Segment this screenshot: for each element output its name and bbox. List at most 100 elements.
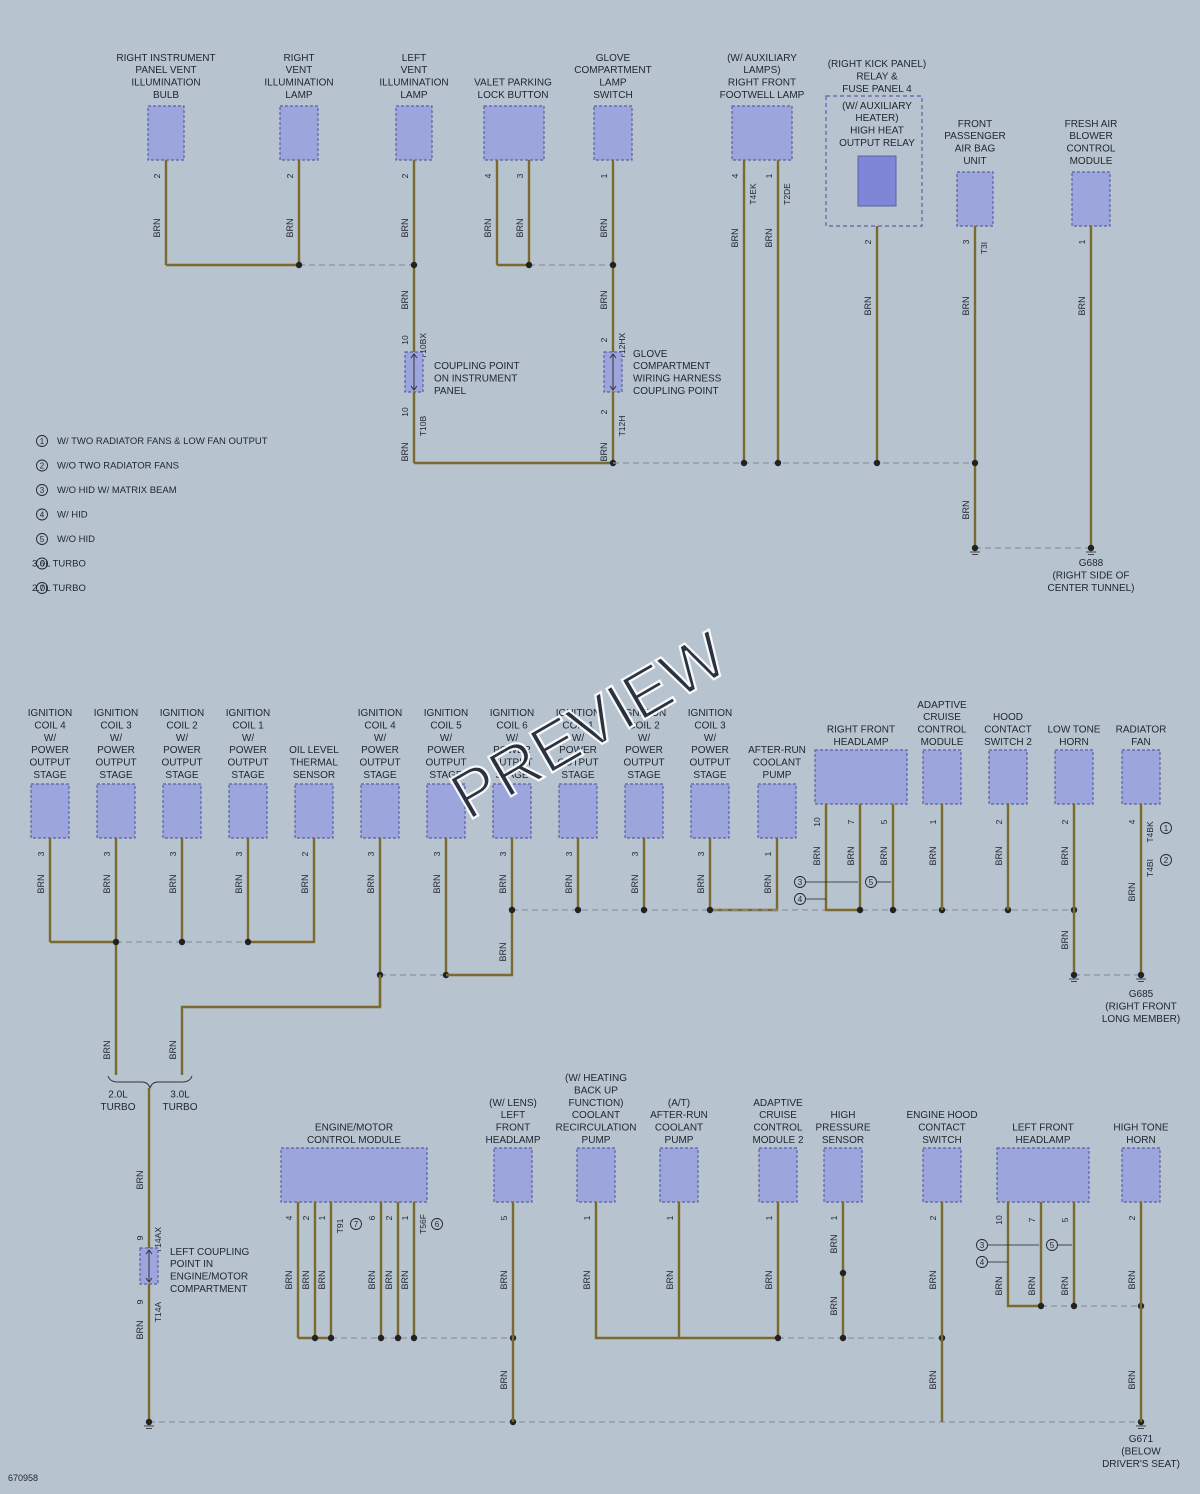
splice-dot [295, 261, 303, 269]
component-label: STAGE [99, 770, 132, 781]
wire-color-label: BRN [961, 296, 971, 315]
component-label: LEFT FRONT [1012, 1123, 1073, 1134]
pin-number: 5 [1060, 1217, 1070, 1222]
wire-pump [710, 838, 779, 912]
component-label: RADIATOR [1116, 725, 1167, 736]
wire-color-label: BRN [829, 1296, 839, 1315]
pin-number: 5 [499, 1215, 509, 1220]
pin-number: 2 [1127, 1215, 1137, 1220]
legend-text: 3.0L TURBO [32, 559, 86, 570]
pin-number: 1 [763, 851, 773, 856]
wire-color-label: BRN [400, 218, 410, 237]
wire-color-label: BRN [928, 1270, 938, 1289]
splice-dot [873, 459, 881, 467]
coupling-arrow [609, 385, 617, 391]
component-label: BULB [153, 90, 179, 101]
component-label: BLOWER [1069, 131, 1112, 142]
component-label: AIR BAG [955, 144, 996, 155]
component-label: OUTPUT [689, 758, 730, 769]
wire-color-label: BRN [846, 846, 856, 865]
component-label: W/ [704, 733, 716, 744]
component-label: OUTPUT [425, 758, 466, 769]
wire-color-label: BRN [135, 1170, 145, 1189]
component-label: STAGE [495, 770, 528, 781]
component-label: STAGE [429, 770, 462, 781]
pin-number: 10 [812, 817, 822, 827]
component-box [922, 749, 962, 805]
ground-location: CENTER TUNNEL) [1047, 583, 1134, 594]
component-label: POWER [31, 745, 69, 756]
component-label: W/ [176, 733, 188, 744]
component-label: UNIT [963, 156, 986, 167]
wire-color-label: BRN [498, 874, 508, 893]
wire-color-label: BRN [499, 1370, 509, 1389]
component-label: CRUISE [759, 1110, 797, 1121]
pin-number: 1 [764, 173, 774, 178]
pin-number: 2 [384, 1215, 394, 1220]
component-label: OUTPUT [161, 758, 202, 769]
pin-number: 3 [515, 173, 525, 178]
splice-dot [774, 459, 782, 467]
ground-label: G671 [1129, 1434, 1154, 1445]
component-label: COOLANT [753, 758, 801, 769]
wire-color-label: BRN [764, 228, 774, 247]
component-label: (W/ AUXILIARY [842, 101, 912, 112]
option-number: 2 [1164, 856, 1169, 865]
component-label: SENSOR [822, 1135, 864, 1146]
component-box [576, 1147, 616, 1203]
coupling-label: PANEL [434, 386, 466, 397]
component-box [493, 1147, 533, 1203]
variant-label: TURBO [101, 1102, 136, 1113]
option-number: 3 [40, 486, 45, 495]
component-label: STAGE [231, 770, 264, 781]
component-label: (W/ LENS) [489, 1098, 537, 1109]
wire-bus-30 [180, 975, 382, 1075]
component-label: HIGH TONE [1113, 1123, 1169, 1134]
option-number: 5 [869, 878, 874, 887]
component-label: MODULE 2 [752, 1135, 804, 1146]
component-label: PUMP [763, 770, 792, 781]
wire-color-label: BRN [829, 1234, 839, 1253]
wire-color-label: BRN [168, 874, 178, 893]
pin-number: 7 [1027, 1217, 1037, 1222]
component-label: PRESSURE [815, 1123, 870, 1134]
component-label: THERMAL [290, 758, 338, 769]
splice-dot [525, 261, 533, 269]
legend-text: 2.0L TURBO [32, 583, 86, 594]
connector-label: T4EK [748, 183, 758, 205]
component-box [96, 783, 136, 839]
component-label: LAMP [400, 90, 428, 101]
component-label: RIGHT FRONT [728, 78, 796, 89]
wire-color-label: BRN [367, 1270, 377, 1289]
component-label: POWER [625, 745, 663, 756]
splice-dot [889, 906, 897, 914]
component-label: W/ [506, 733, 518, 744]
component-box [30, 783, 70, 839]
component-label: CRUISE [923, 712, 961, 723]
coupling-arrow [145, 1277, 153, 1283]
wire-color-label: BRN [515, 218, 525, 237]
splice-dot [145, 1418, 153, 1426]
pin-number: 2 [863, 239, 873, 244]
legend-text: W/O HID W/ MATRIX BEAM [57, 485, 177, 496]
component-box [162, 783, 202, 839]
component-label: COIL 6 [496, 720, 528, 731]
splice-dot [1070, 1302, 1078, 1310]
connector-label: T3I [979, 242, 989, 254]
pin-number: 9 [135, 1299, 145, 1304]
component-label: RECIRCULATION [556, 1123, 637, 1134]
pin-number: 2 [300, 851, 310, 856]
component-label: OUTPUT RELAY [839, 138, 915, 149]
component-box [956, 171, 994, 227]
option-number: 5 [40, 535, 45, 544]
connector-label: T2DE [782, 183, 792, 205]
component-label: STAGE [627, 770, 660, 781]
wire-color-label: BRN [400, 1270, 410, 1289]
component-label: RIGHT [283, 53, 314, 64]
wire-color-label: BRN [400, 290, 410, 309]
pin-number: 2 [285, 173, 295, 178]
splice-dot [311, 1334, 319, 1342]
component-label: COIL 5 [430, 720, 462, 731]
coupling-label: COMPARTMENT [633, 361, 710, 372]
component-box [426, 783, 466, 839]
